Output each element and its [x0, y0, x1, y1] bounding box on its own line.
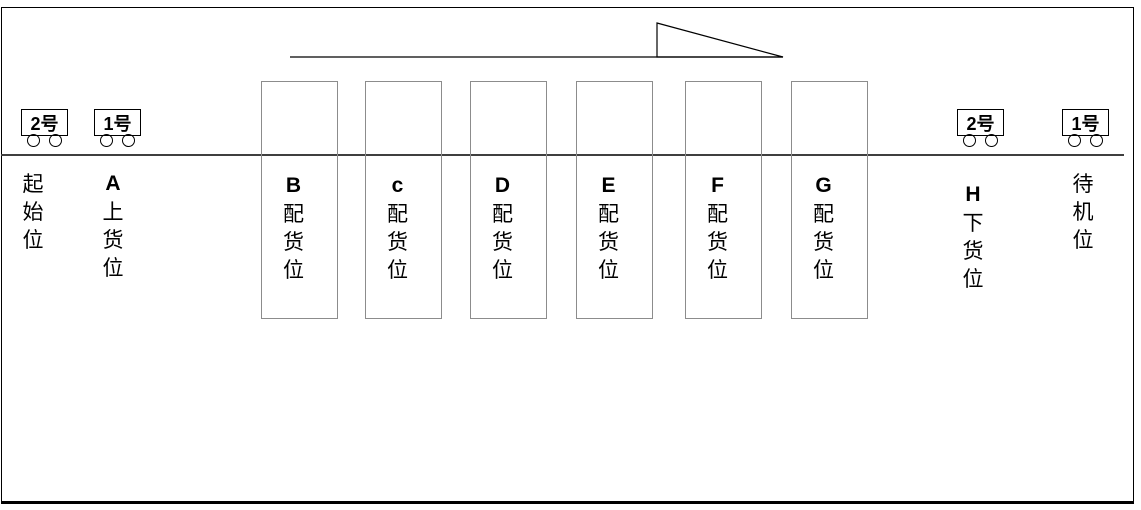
- station-name: 起始位: [22, 172, 44, 252]
- station-letter: G: [815, 174, 832, 197]
- station-c: c 配货位: [366, 172, 429, 284]
- station-g: G 配货位: [792, 172, 855, 284]
- station-name: 配货位: [387, 202, 408, 282]
- station-standby: 待机位: [1061, 170, 1105, 254]
- station-h-unloading: H 下货位: [951, 181, 995, 293]
- cart-wheel-icon: [100, 134, 113, 147]
- cart-1-right: 1号: [1062, 109, 1109, 147]
- station-name: 配货位: [492, 202, 513, 282]
- cart-wheel-icon: [985, 134, 998, 147]
- station-f-box: F 配货位: [685, 81, 762, 319]
- station-g-box: G 配货位: [791, 81, 868, 319]
- station-name: 配货位: [707, 202, 728, 282]
- station-e: E 配货位: [577, 172, 640, 284]
- cart-2-right: 2号: [957, 109, 1004, 147]
- cart-wheel-icon: [963, 134, 976, 147]
- station-start: 起始位: [11, 170, 55, 254]
- station-letter: F: [711, 174, 724, 197]
- station-letter: c: [391, 174, 404, 197]
- track-line: [1, 154, 1124, 156]
- station-name: 上货位: [102, 200, 124, 280]
- cart-wheel-icon: [1068, 134, 1081, 147]
- slope-flag-icon: [290, 22, 784, 58]
- station-name: 配货位: [283, 202, 304, 282]
- diagram-frame: [1, 7, 1134, 504]
- station-a-loading: A 上货位: [91, 170, 135, 282]
- station-letter: E: [601, 174, 616, 197]
- cart-wheel-icon: [122, 134, 135, 147]
- cart-1-left: 1号: [94, 109, 141, 147]
- cart-label: 1号: [103, 113, 132, 134]
- station-name: 待机位: [1072, 172, 1094, 252]
- station-d-box: D 配货位: [470, 81, 547, 319]
- station-d: D 配货位: [471, 172, 534, 284]
- cart-wheel-icon: [1090, 134, 1103, 147]
- cart-2-left: 2号: [21, 109, 68, 147]
- station-e-box: E 配货位: [576, 81, 653, 319]
- station-name: 配货位: [813, 202, 834, 282]
- station-letter: B: [285, 174, 302, 197]
- cart-wheel-icon: [49, 134, 62, 147]
- station-letter: D: [494, 174, 511, 197]
- station-letter: H: [965, 183, 981, 206]
- cart-label: 2号: [30, 113, 59, 134]
- station-letter: A: [105, 172, 121, 195]
- cart-wheel-icon: [27, 134, 40, 147]
- station-name: 下货位: [962, 211, 984, 291]
- station-f: F 配货位: [686, 172, 749, 284]
- cart-label: 2号: [966, 113, 995, 134]
- station-b-box: B 配货位: [261, 81, 338, 319]
- station-b: B 配货位: [262, 172, 325, 284]
- station-name: 配货位: [598, 202, 619, 282]
- cart-label: 1号: [1071, 113, 1100, 134]
- station-c-box: c 配货位: [365, 81, 442, 319]
